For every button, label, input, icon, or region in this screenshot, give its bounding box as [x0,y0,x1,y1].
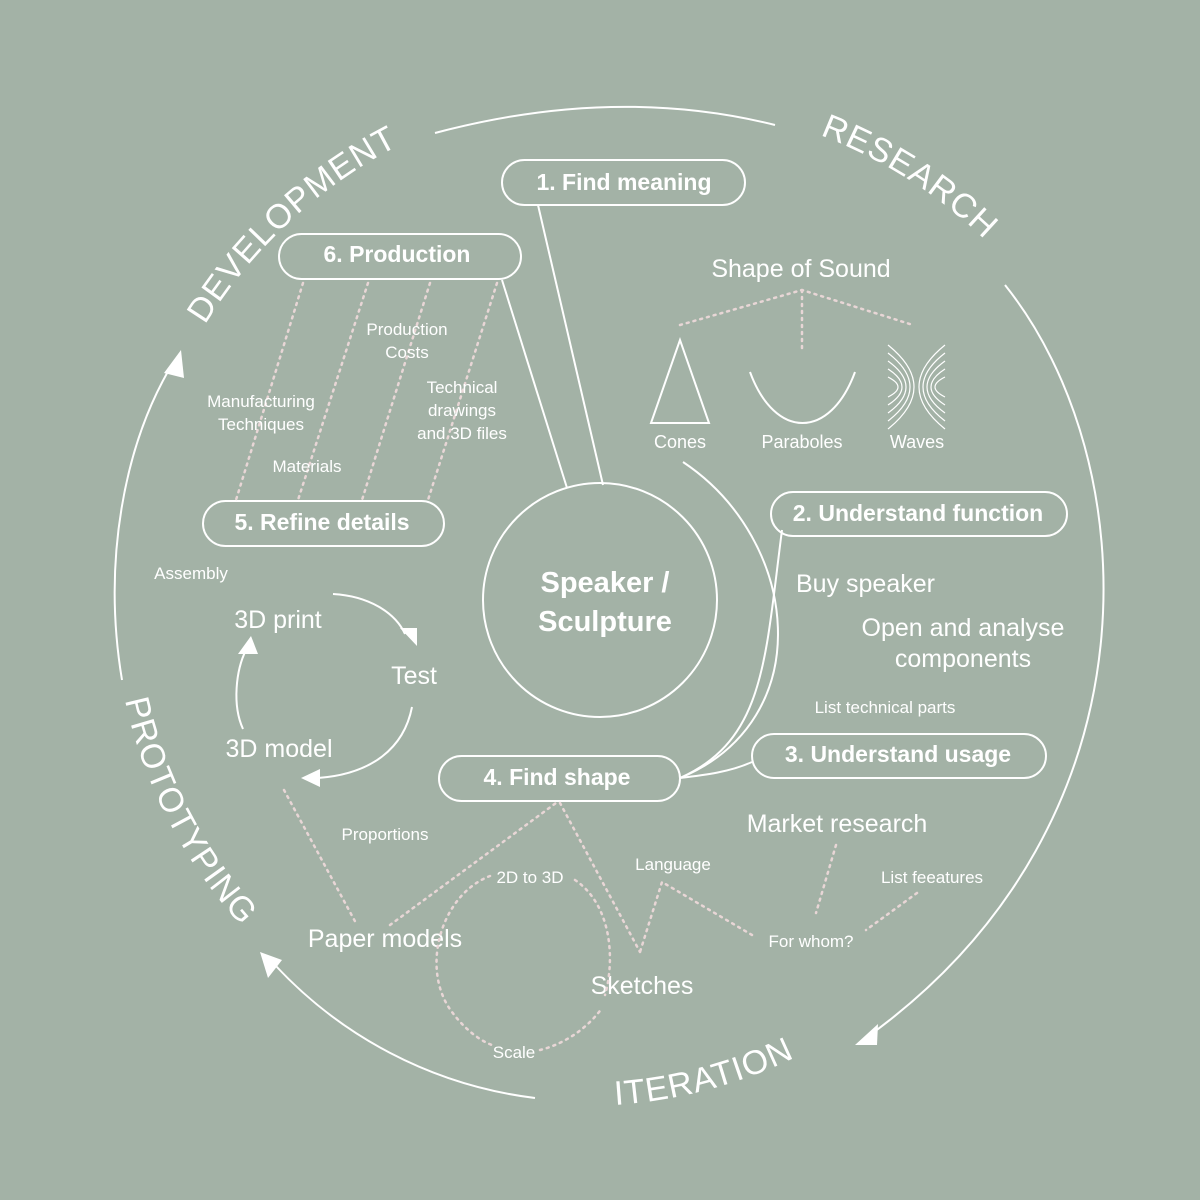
stage-find-shape[interactable]: 4. Find shape [438,755,681,802]
market-research-label: Market research [747,810,928,838]
arrow-to-test-icon [400,628,417,646]
waves-label: Waves [890,432,944,452]
outer-arc-right [869,284,1105,1036]
test-label: Test [391,662,437,690]
dots-findshape-sketches [558,801,642,954]
loop-print-to-test [332,593,406,635]
production-costs-label-1: Production [366,320,447,339]
dots-loop-2d3d-left [435,874,494,1047]
cone-icon [649,336,711,424]
dots-loop-scale-sketches [538,1006,604,1052]
connector-meaning-center [537,204,604,486]
for-whom-label: For whom? [768,932,853,951]
outer-cycle [113,105,1105,1099]
stage-find-meaning-label: 1. Find meaning [536,169,711,195]
stage-understand-usage-label: 3. Understand usage [785,741,1011,767]
outer-arc-top [434,105,776,134]
center-label-line2: Sculpture [538,606,672,638]
assembly-label: Assembly [154,564,228,583]
print-3d-label: 3D print [234,606,322,634]
buy-speaker-label: Buy speaker [796,570,935,598]
parabole-icon [749,371,856,424]
arrow-to-model-icon [301,769,320,787]
paraboles-label: Paraboles [761,432,842,452]
connector-cones-findshape [679,461,779,779]
model-3d-label: 3D model [226,735,333,763]
stage-refine-details[interactable]: 5. Refine details [202,500,445,547]
cones-label: Cones [654,432,706,452]
waves-icon [887,344,946,430]
stage-understand-function-label: 2. Understand function [793,500,1043,526]
manufacturing-label-1: Manufacturing [207,392,315,411]
paper-models-label: Paper models [308,925,462,953]
dots-market-forwhom [814,843,838,915]
loop-model-to-print [235,649,247,730]
open-analyse-label-1: Open and analyse [862,614,1065,642]
stage-production[interactable]: 6. Production [278,233,522,280]
dots-loop-2d3d-right [573,878,612,997]
two-d-to-three-d-label: 2D to 3D [496,868,563,887]
dots-forwhom-language-sketches [638,880,754,954]
arrow-left-up-icon [164,350,184,378]
center-circle [482,482,718,718]
technical-drawings-label-2: drawings [428,401,496,420]
dots-paper-findshape [388,801,558,927]
production-links [234,281,499,502]
phase-development: DEVELOPMENT [180,119,403,330]
connector-usage-findshape [679,761,753,779]
sketches-label: Sketches [591,972,694,1000]
stage-refine-details-label: 5. Refine details [234,509,409,535]
outer-arc-bottom [274,964,536,1099]
arrow-right-down-icon [855,1024,878,1045]
language-label: Language [635,855,711,874]
scale-label: Scale [493,1043,536,1062]
outer-arc-left [113,367,171,681]
production-costs-label-2: Costs [385,343,428,362]
center-label-line1: Speaker / [541,567,670,599]
manufacturing-label-2: Techniques [218,415,304,434]
stage-find-meaning[interactable]: 1. Find meaning [501,159,746,206]
phase-research: RESEARCH [817,107,1006,246]
connector-production-center [501,279,568,489]
dots-model-paper [282,788,359,927]
dots-features-forwhom [864,891,919,932]
open-analyse-label-2: components [895,645,1031,673]
connectors [501,204,783,779]
arrow-to-print-icon [238,636,258,654]
shape-of-sound-label: Shape of Sound [711,255,890,283]
stage-find-shape-label: 4. Find shape [484,764,631,790]
shape-of-sound-branch [678,288,915,327]
list-technical-parts-label: List technical parts [815,698,956,717]
list-features-label: List feeatures [881,868,983,887]
stage-understand-function[interactable]: 2. Understand function [770,491,1068,537]
stage-understand-usage[interactable]: 3. Understand usage [751,733,1047,779]
stage-production-label: 6. Production [324,241,471,267]
materials-label: Materials [273,457,342,476]
proportions-label: Proportions [342,825,429,844]
technical-drawings-label-3: and 3D files [417,424,507,443]
loop-test-to-model [317,706,413,779]
arrow-bottom-left-icon [260,952,282,978]
phase-iteration: ITERATION [613,1030,799,1113]
connector-function-findshape [679,529,783,779]
technical-drawings-label-1: Technical [427,378,498,397]
